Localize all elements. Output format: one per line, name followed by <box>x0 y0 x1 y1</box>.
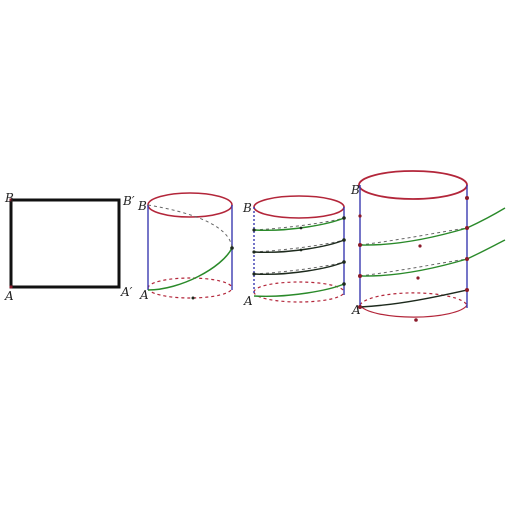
cylinder2-bottom-rim-back <box>253 281 345 293</box>
cylinder3-bottom-rim-front <box>359 304 468 318</box>
cylinder1-bottom-rim-front <box>147 287 233 299</box>
rectangle-shape <box>9 198 121 289</box>
label-rect-B-prime: B′ <box>122 194 135 208</box>
cylinder3-top-rim <box>358 170 468 200</box>
cylinder3-helix-front <box>359 207 506 308</box>
cylinder3-helix-points <box>358 196 469 322</box>
cylinder1-bottom-rim-back <box>147 277 233 289</box>
cylinder1-helix-point <box>230 246 234 250</box>
cylinder2-top-rim <box>253 195 345 219</box>
cylinder2-helix-hidden <box>253 217 345 275</box>
cylinder1-top-rim <box>147 192 233 218</box>
label-cyl3-A: A <box>351 303 361 317</box>
cylinder1-helix-hidden <box>147 204 233 249</box>
cylinder1-rim-point <box>191 296 195 300</box>
unrolled-rectangle: B B′ A A′ <box>4 191 135 303</box>
point-B <box>9 198 13 202</box>
label-rect-A: A <box>4 289 14 303</box>
cylinder2-helix-front <box>253 217 345 298</box>
cylinder3-helix-hidden <box>359 227 468 277</box>
label-rect-A-prime: A′ <box>120 285 133 299</box>
label-cyl2-A: A <box>243 294 253 308</box>
cylinder1-helix-front <box>147 247 233 291</box>
point-A <box>9 285 13 289</box>
cylinder-extended-helix: B A <box>350 170 506 322</box>
cylinder3-bottom-rim-back <box>359 292 468 306</box>
cylinder-one-turn: B A <box>137 192 234 302</box>
label-cyl1-A: A <box>139 288 149 302</box>
cylinder2-helix-points <box>252 216 346 286</box>
label-cyl1-B: B <box>137 199 147 213</box>
cylinder-multiple-turns: B A <box>242 195 346 308</box>
label-cyl2-B: B <box>242 201 252 215</box>
label-rect-B: B <box>4 191 14 205</box>
label-cyl3-B: B <box>350 183 360 197</box>
